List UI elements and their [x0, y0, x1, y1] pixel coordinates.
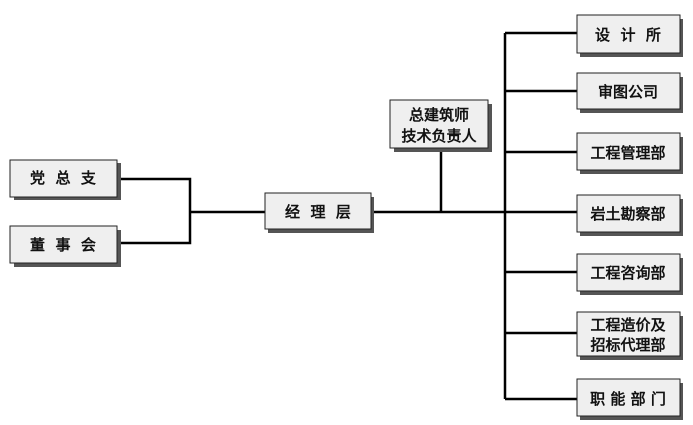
node-drawing-review: 审图公司 — [576, 72, 683, 113]
node-party: 党 总 支 — [9, 159, 121, 200]
node-board-label: 董 事 会 — [30, 236, 96, 254]
node-drawing-review-label: 审图公司 — [598, 83, 658, 101]
node-consulting: 工程咨询部 — [576, 253, 683, 295]
node-board: 董 事 会 — [9, 225, 121, 267]
node-manager-label: 经 理 层 — [285, 203, 351, 221]
node-chief-label-line2: 技术负责人 — [401, 127, 477, 145]
node-party-label: 党 总 支 — [30, 169, 97, 187]
node-eng-mgmt-label: 工程管理部 — [590, 144, 665, 162]
node-cost-label-line1: 工程造价及 — [590, 316, 666, 334]
node-manager: 经 理 层 — [264, 192, 374, 233]
node-functional-label: 职 能 部 门 — [590, 390, 666, 408]
connector-board — [118, 212, 192, 245]
node-geotech-label: 岩土勘察部 — [589, 205, 665, 223]
connector-party — [118, 177, 192, 212]
node-design: 设 计 所 — [576, 14, 683, 57]
node-consulting-label: 工程咨询部 — [590, 264, 665, 282]
node-cost-bidding: 工程造价及 招标代理部 — [576, 311, 683, 360]
node-cost-label-line2: 招标代理部 — [590, 336, 665, 354]
node-eng-mgmt: 工程管理部 — [576, 132, 683, 174]
node-functional: 职 能 部 门 — [576, 378, 683, 420]
node-chief-architect: 总建筑师 技术负责人 — [389, 99, 492, 152]
node-design-label: 设 计 所 — [595, 26, 661, 44]
node-geotech: 岩土勘察部 — [576, 194, 683, 236]
connectors — [118, 31, 577, 401]
node-chief-label-line1: 总建筑师 — [409, 106, 469, 124]
